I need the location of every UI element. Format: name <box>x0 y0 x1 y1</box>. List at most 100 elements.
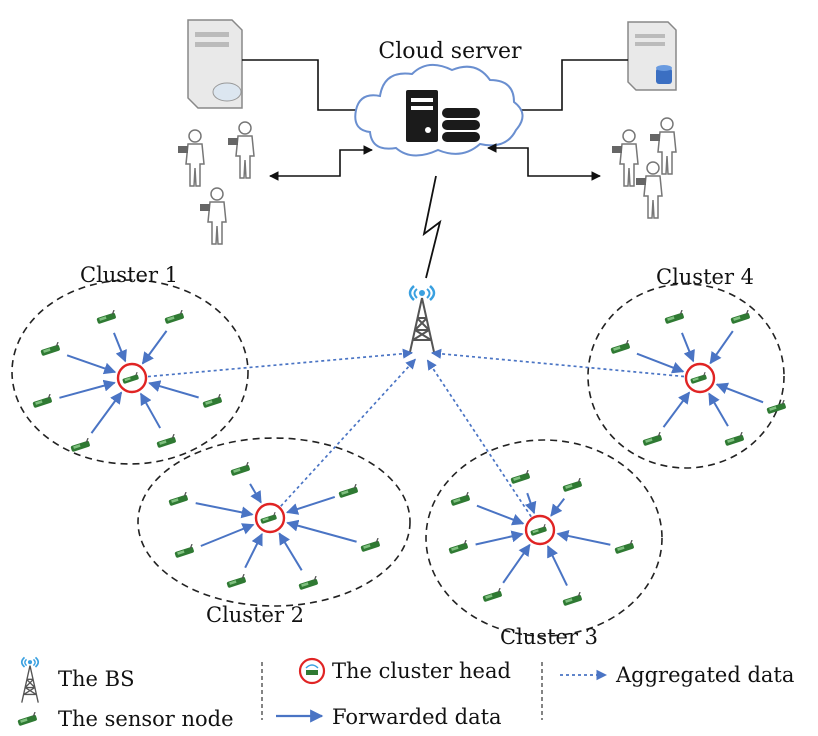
legend-sensor-node-icon <box>16 712 39 726</box>
sensor-node-icon <box>163 310 186 324</box>
legend-bs-label: The BS <box>58 667 134 691</box>
clusters-layer <box>11 279 788 637</box>
user-icon <box>200 187 227 245</box>
sensor-node-icon <box>225 574 248 588</box>
sensor-node-icon <box>449 492 472 506</box>
forwarded-data-arrow <box>59 379 116 399</box>
forwarded-data-arrow <box>502 543 531 584</box>
database-icon <box>656 65 672 84</box>
cloud-server-label: Cloud server <box>378 39 522 64</box>
sensor-node-icon <box>297 576 320 590</box>
user-icon <box>612 129 639 187</box>
aggregated-data-arrow <box>426 359 532 518</box>
forwarded-data-arrow <box>195 502 254 519</box>
aggregated-data-arrow <box>147 348 414 378</box>
sensor-node-icon <box>729 310 752 324</box>
sensor-node-icon <box>509 470 532 484</box>
sensor-node-icon <box>359 538 382 552</box>
cluster-3 <box>425 439 663 637</box>
forwarded-data-arrow <box>200 523 255 547</box>
legend-forwarded-label: Forwarded data <box>332 705 502 729</box>
forwarded-data-arrow <box>90 391 123 434</box>
forwarded-data-arrow <box>681 332 695 363</box>
legend-cluster-head-icon <box>298 657 326 685</box>
cluster-boundary <box>425 439 663 637</box>
aggregated-data-arrow <box>280 358 416 507</box>
user-icon <box>228 121 255 179</box>
sensor-node-icon <box>201 394 224 408</box>
user-icon <box>636 161 663 219</box>
forwarded-data-arrow <box>556 530 611 546</box>
legend-cluster-head-label: The cluster head <box>332 659 511 683</box>
legend: The BS The sensor node The cluster head … <box>16 656 794 731</box>
sensor-node-icon <box>95 310 118 324</box>
forwarded-data-arrow <box>113 332 127 363</box>
sensor-node-icon <box>337 484 360 498</box>
sensor-node-icon <box>613 540 636 554</box>
left-users-link <box>269 145 373 181</box>
cluster-1 <box>11 279 249 465</box>
cluster-2 <box>137 437 411 607</box>
legend-sensor-node-label: The sensor node <box>58 707 234 731</box>
forwarded-data-arrow <box>709 330 734 365</box>
sensor-node-icon <box>31 394 54 408</box>
cluster-head-icon <box>524 514 556 546</box>
cluster-4 <box>587 283 788 469</box>
user-icon <box>178 129 205 187</box>
cloud-icon <box>354 63 524 157</box>
cluster-head-icon <box>254 502 286 534</box>
left-server-icon <box>187 19 243 109</box>
sensor-node-icon <box>641 432 664 446</box>
forwarded-data-arrow <box>662 391 691 428</box>
forwarded-data-arrow <box>66 354 117 375</box>
forwarded-data-arrow <box>141 330 168 365</box>
cloud-server-icon <box>406 90 480 142</box>
sensor-node-icon <box>229 462 252 476</box>
cluster-boundary <box>587 283 785 469</box>
right-server-link <box>520 59 628 111</box>
forwarded-data-arrow <box>524 492 537 515</box>
forwarded-data-arrow <box>148 380 199 399</box>
cluster-4-label: Cluster 4 <box>656 265 754 289</box>
sensor-node-icon <box>663 310 686 324</box>
forwarded-data-arrow <box>715 382 764 404</box>
sensor-node-icon <box>69 438 92 452</box>
sensor-node-icon <box>173 544 196 558</box>
aggregated-links <box>147 348 685 518</box>
cluster-2-label: Cluster 2 <box>206 603 304 627</box>
cluster-1-label: Cluster 1 <box>80 263 178 287</box>
right-users-link <box>487 143 601 181</box>
legend-aggregated-label: Aggregated data <box>615 663 794 687</box>
cluster-head-icon <box>684 362 716 394</box>
sensor-node-icon <box>39 342 62 356</box>
forwarded-data-arrow <box>249 483 262 504</box>
legend-bs-icon <box>20 656 40 704</box>
cluster-boundary <box>137 437 411 607</box>
left-server-link <box>242 59 362 111</box>
forwarded-data-arrow <box>286 519 357 543</box>
forwarded-data-arrow <box>475 530 524 546</box>
forwarded-data-arrow <box>285 495 336 515</box>
forwarded-data-arrow <box>546 545 568 587</box>
sensor-node-icon <box>447 540 470 554</box>
cluster-head-icon <box>116 362 148 394</box>
forwarded-data-arrow <box>278 532 303 571</box>
cluster-3-label: Cluster 3 <box>500 625 598 649</box>
forwarded-data-arrow <box>708 392 729 427</box>
right-server-icon <box>627 21 677 91</box>
forwarded-data-arrow <box>636 352 685 374</box>
cluster-boundary <box>11 279 249 465</box>
sensor-node-icon <box>609 340 632 354</box>
sensor-node-icon <box>561 478 584 492</box>
forwarded-data-arrow <box>244 533 263 569</box>
aggregated-data-arrow <box>430 348 685 378</box>
forwarded-data-arrow <box>139 392 162 429</box>
sensor-node-icon <box>167 492 190 506</box>
sensor-node-icon <box>481 588 504 602</box>
tower-icon <box>408 284 436 354</box>
wireless-link <box>422 175 442 279</box>
forwarded-data-arrow <box>476 504 525 526</box>
sensor-node-icon <box>155 434 178 448</box>
